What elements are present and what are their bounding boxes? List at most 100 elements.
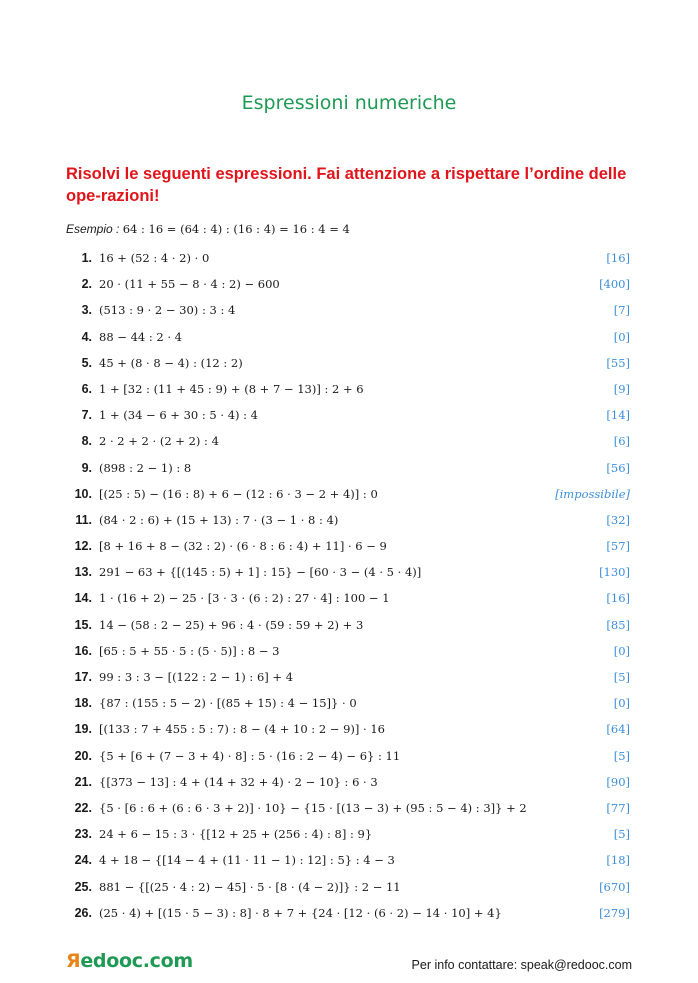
exercise-answer: [18] [606, 853, 630, 868]
exercise-expression: 291 − 63 + {[(145 : 5) + 1] : 15} − [60 … [99, 565, 422, 580]
exercise-number: 21. [74, 774, 92, 789]
exercise-row: 22. {5 · [6 : 6 + (6 : 6 · 3 + 2)] · 10} … [0, 797, 698, 823]
exercise-number: 20. [74, 748, 92, 763]
logo-text: edooc.com [80, 950, 193, 972]
exercise-row: 25. 881 − {[(25 · 4 : 2) − 45] · 5 · [8 ·… [0, 876, 698, 902]
exercise-expression: (25 · 4) + [(15 · 5 − 3) : 8] · 8 + 7 + … [99, 905, 502, 920]
exercise-answer: [16] [606, 251, 630, 265]
exercise-row: 20. {5 + [6 + (7 − 3 + 4) · 8] : 5 · (16 … [0, 745, 698, 771]
exercise-number: 8. [81, 434, 92, 449]
contact-info: Per info contattare: speak@redooc.com [411, 958, 632, 972]
exercise-expression: {87 : (155 : 5 − 2) · [(85 + 15) : 4 − 1… [99, 696, 357, 711]
exercise-row: 18. {87 : (155 : 5 − 2) · [(85 + 15) : 4 … [0, 692, 698, 718]
exercise-expression: 20 · (11 + 55 − 8 · 4 : 2) − 600 [99, 277, 280, 292]
exercise-expression: [65 : 5 + 55 · 5 : (5 · 5)] : 8 − 3 [99, 643, 280, 658]
exercise-number: 12. [74, 539, 92, 554]
exercise-row: 10. [(25 : 5) − (16 : 8) + 6 − (12 : 6 · … [0, 483, 698, 509]
logo-r-glyph: Я [66, 950, 81, 972]
exercise-answer: [7] [613, 303, 630, 318]
exercise-number: 1. [81, 251, 92, 265]
instruction-text: Risolvi le seguenti espressioni. Fai att… [66, 165, 627, 205]
exercise-number: 4. [81, 329, 92, 344]
exercise-row: 12. [8 + 16 + 8 − (32 : 2) · (6 · 8 : 6 :… [0, 535, 698, 561]
exercise-expression: [8 + 16 + 8 − (32 : 2) · (6 · 8 : 6 : 4)… [99, 539, 387, 554]
exercise-number: 18. [74, 696, 92, 711]
exercise-answer: [6] [613, 434, 630, 449]
exercise-answer: [64] [606, 722, 630, 737]
exercise-row: 13. 291 − 63 + {[(145 : 5) + 1] : 15} − [… [0, 561, 698, 587]
exercise-number: 16. [74, 643, 92, 658]
exercise-row: 2. 20 · (11 + 55 − 8 · 4 : 2) − 600 [400] [0, 273, 698, 299]
exercise-number: 3. [81, 303, 92, 318]
exercise-answer: [400] [599, 277, 630, 292]
exercise-answer: [0] [613, 329, 630, 344]
exercise-number: 11. [75, 512, 92, 527]
exercise-answer: [85] [606, 617, 630, 632]
exercise-answer: [32] [606, 512, 630, 527]
exercise-number: 10. [74, 486, 92, 501]
exercise-answer: [55] [606, 355, 630, 370]
exercise-answer: [16] [606, 591, 630, 606]
exercise-row: 26. (25 · 4) + [(15 · 5 − 3) : 8] · 8 + 7… [0, 902, 698, 928]
exercise-expression: {5 · [6 : 6 + (6 : 6 · 3 + 2)] · 10} − {… [99, 800, 527, 815]
exercise-number: 14. [74, 591, 92, 606]
exercise-number: 9. [81, 460, 92, 475]
exercise-expression: 4 + 18 − {[14 − 4 + (11 · 11 − 1) : 12] … [99, 853, 395, 868]
exercise-expression: (898 : 2 − 1) : 8 [99, 460, 192, 475]
exercise-row: 9. (898 : 2 − 1) : 8 [56] [0, 457, 698, 483]
exercise-answer: [14] [606, 408, 630, 423]
exercise-expression: 881 − {[(25 · 4 : 2) − 45] · 5 · [8 · (4… [99, 879, 401, 894]
exercise-number: 15. [74, 617, 92, 632]
exercise-number: 23. [74, 827, 92, 842]
exercise-number: 26. [74, 905, 92, 920]
exercise-expression: 45 + (8 · 8 − 4) : (12 : 2) [99, 355, 243, 370]
exercise-answer: [0] [613, 696, 630, 711]
exercise-expression: 2 · 2 + 2 · (2 + 2) : 4 [99, 434, 219, 449]
exercise-expression: (513 : 9 · 2 − 30) : 3 : 4 [99, 303, 236, 318]
exercise-answer: [670] [599, 879, 630, 894]
exercise-answer: [9] [613, 381, 630, 396]
exercise-expression: [(133 : 7 + 455 : 5 : 7) : 8 − (4 + 10 :… [99, 722, 385, 737]
exercise-answer: [5] [613, 748, 630, 763]
exercise-row: 4. 88 − 44 : 2 · 4 [0] [0, 326, 698, 352]
exercise-row: 6. 1 + [32 : (11 + 45 : 9) + (8 + 7 − 13)… [0, 378, 698, 404]
exercise-expression: {[373 − 13] : 4 + (14 + 32 + 4) · 2 − 10… [99, 774, 378, 789]
exercise-row: 21. {[373 − 13] : 4 + (14 + 32 + 4) · 2 −… [0, 771, 698, 797]
exercise-expression: {5 + [6 + (7 − 3 + 4) · 8] : 5 · (16 : 2… [99, 748, 401, 763]
exercise-answer: [56] [606, 460, 630, 475]
exercise-number: 5. [81, 355, 92, 370]
exercise-expression: [(25 : 5) − (16 : 8) + 6 − (12 : 6 · 3 −… [99, 486, 378, 501]
exercise-number: 25. [74, 879, 92, 894]
exercise-number: 13. [74, 565, 92, 580]
exercise-answer: [0] [613, 643, 630, 658]
exercise-number: 2. [81, 277, 92, 292]
exercise-number: 17. [74, 670, 92, 684]
exercise-row: 1.16 + (52 : 4 · 2) · 0[16] [0, 247, 698, 273]
exercise-row: 14.1 · (16 + 2) − 25 · [3 · 3 · (6 : 2) … [0, 587, 698, 613]
redooc-logo[interactable]: Яedooc.com [66, 950, 193, 972]
exercise-number: 24. [74, 853, 92, 868]
page-title: Espressioni numeriche [241, 92, 457, 114]
example-label: Esempio : [66, 222, 120, 236]
exercise-row: 19.[(133 : 7 + 455 : 5 : 7) : 8 − (4 + 1… [0, 718, 698, 744]
exercise-row: 8. 2 · 2 + 2 · (2 + 2) : 4 [6] [0, 430, 698, 456]
exercise-number: 6. [81, 381, 92, 396]
exercise-row: 16. [65 : 5 + 55 · 5 : (5 · 5)] : 8 − 3 [0… [0, 640, 698, 666]
exercise-row: 24. 4 + 18 − {[14 − 4 + (11 · 11 − 1) : 1… [0, 849, 698, 875]
exercise-answer: [279] [599, 905, 630, 920]
exercise-answer: [57] [606, 539, 630, 554]
exercise-row: 11.(84 · 2 : 6) + (15 + 13) : 7 · (3 − 1… [0, 509, 698, 535]
exercise-answer: [130] [599, 565, 630, 580]
exercise-row: 15.14 − (58 : 2 − 25) + 96 : 4 · (59 : 5… [0, 614, 698, 640]
exercise-answer: [impossibile] [555, 486, 630, 501]
exercise-list: 1.16 + (52 : 4 · 2) · 0[16] 2. 20 · (11 + … [0, 247, 698, 928]
exercise-row: 5. 45 + (8 · 8 − 4) : (12 : 2) [55] [0, 352, 698, 378]
exercise-answer: [90] [606, 774, 630, 789]
exercise-row: 7.1 + (34 − 6 + 30 : 5 · 4) : 4[14] [0, 404, 698, 430]
exercise-number: 22. [74, 800, 92, 815]
exercise-expression: 88 − 44 : 2 · 4 [99, 329, 182, 344]
example-line: Esempio : 64 : 16 = (64 : 4) : (16 : 4) … [66, 222, 350, 236]
exercise-row: 23.24 + 6 − 15 : 3 · {[12 + 25 + (256 : … [0, 823, 698, 849]
example-expression: 64 : 16 = (64 : 4) : (16 : 4) = 16 : 4 =… [122, 222, 350, 236]
exercise-expression: 1 + [32 : (11 + 45 : 9) + (8 + 7 − 13)] … [99, 381, 364, 396]
